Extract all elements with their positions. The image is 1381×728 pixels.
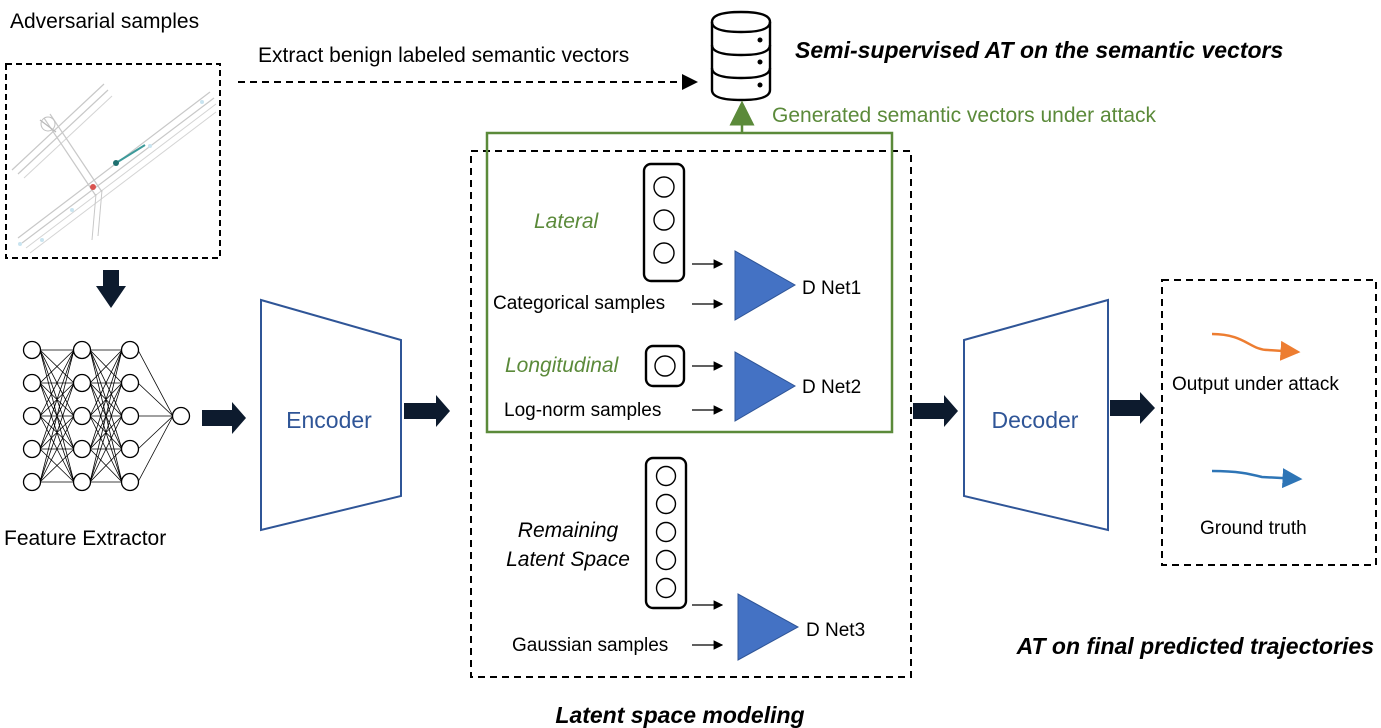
ground-truth-label: Ground truth bbox=[1200, 518, 1307, 539]
dnet2-label: D Net2 bbox=[802, 377, 861, 398]
dnet3-triangle bbox=[737, 593, 800, 661]
right-arrow-icon bbox=[1110, 392, 1155, 424]
ground-truth-trajectory bbox=[1211, 468, 1303, 489]
map-scene-image bbox=[8, 66, 218, 256]
feature-extractor-label: Feature Extractor bbox=[4, 527, 166, 550]
latent-unit bbox=[655, 493, 677, 515]
lateral-vector bbox=[642, 162, 686, 283]
right-arrow-icon bbox=[202, 402, 246, 434]
dnet3-label: D Net3 bbox=[806, 620, 865, 641]
latent-unit bbox=[655, 521, 677, 543]
database-icon bbox=[710, 10, 772, 102]
lognorm-samples-label: Log-norm samples bbox=[504, 400, 661, 421]
output-box bbox=[1161, 279, 1377, 566]
output-under-attack-label: Output under attack bbox=[1172, 374, 1339, 395]
latent-unit bbox=[653, 209, 675, 231]
generated-vectors-label: Generated semantic vectors under attack bbox=[772, 104, 1157, 127]
lateral-label: Lateral bbox=[534, 210, 600, 233]
down-arrow-icon bbox=[96, 270, 126, 308]
decoder-block bbox=[963, 298, 1109, 532]
neural-network-icon bbox=[22, 340, 191, 492]
decoder-label: Decoder bbox=[992, 407, 1079, 433]
remaining-latent-label-2: Latent Space bbox=[506, 548, 630, 571]
right-arrow-icon bbox=[404, 395, 450, 427]
adversarial-samples-label: Adversarial samples bbox=[10, 10, 199, 33]
categorical-samples-label: Categorical samples bbox=[493, 293, 665, 314]
longitudinal-label: Longitudinal bbox=[505, 354, 620, 377]
latent-unit bbox=[653, 242, 675, 264]
attacked-trajectory bbox=[1211, 332, 1301, 361]
latent-space-modeling-label: Latent space modeling bbox=[555, 702, 804, 728]
at-final-label: AT on final predicted trajectories bbox=[1016, 633, 1374, 659]
latent-unit bbox=[654, 355, 676, 377]
encoder-block bbox=[260, 298, 402, 532]
extract-vectors-label: Extract benign labeled semantic vectors bbox=[258, 44, 629, 67]
latent-space-box bbox=[470, 150, 912, 678]
latent-unit bbox=[655, 549, 677, 571]
adversarial-samples-box bbox=[5, 63, 221, 259]
right-arrow-icon bbox=[913, 395, 958, 427]
dnet1-label: D Net1 bbox=[802, 278, 861, 299]
latent-unit bbox=[655, 465, 677, 487]
latent-unit bbox=[655, 577, 677, 599]
semi-supervised-at-label: Semi-supervised AT on the semantic vecto… bbox=[795, 37, 1283, 63]
longitudinal-vector bbox=[644, 344, 686, 388]
gaussian-samples-label: Gaussian samples bbox=[512, 635, 668, 656]
encoder-label: Encoder bbox=[286, 407, 372, 433]
semantic-vectors-box bbox=[485, 131, 894, 434]
dnet1-triangle bbox=[734, 250, 797, 321]
remaining-latent-vector bbox=[644, 456, 688, 610]
remaining-latent-label-1: Remaining bbox=[518, 519, 619, 542]
latent-unit bbox=[653, 176, 675, 198]
dnet2-triangle bbox=[734, 351, 797, 422]
